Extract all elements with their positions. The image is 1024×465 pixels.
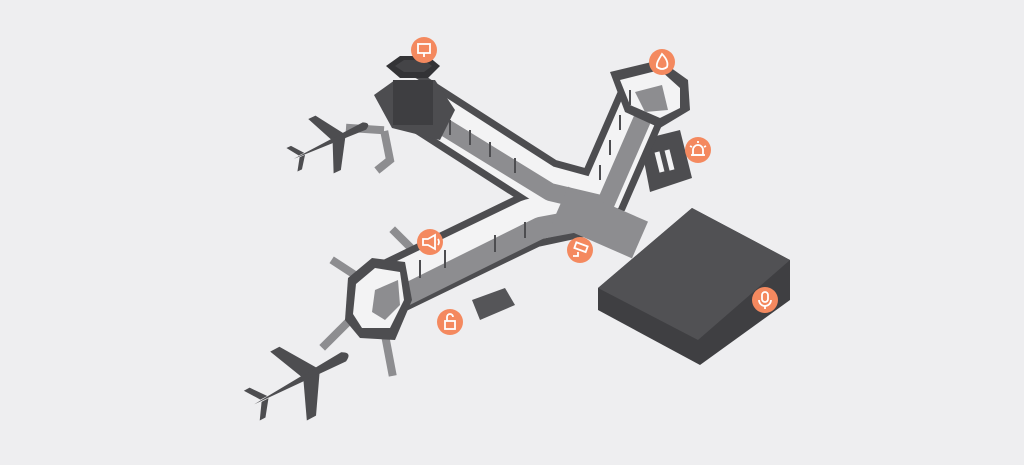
marker-monitor[interactable] <box>411 37 437 63</box>
jet-bridges <box>319 123 414 377</box>
concourses <box>362 72 675 321</box>
control-tower <box>374 56 455 140</box>
alarm-icon <box>689 141 707 156</box>
pillars <box>419 90 631 278</box>
marker-fire[interactable] <box>649 49 675 75</box>
microphone-icon <box>758 291 772 309</box>
airplane-bottom <box>243 346 349 421</box>
camera-icon <box>573 241 589 257</box>
airplane-top <box>286 115 369 174</box>
marker-camera[interactable] <box>567 237 593 263</box>
marker-alarm[interactable] <box>685 137 711 163</box>
marker-megaphone[interactable] <box>417 229 443 255</box>
fire-icon <box>655 52 669 70</box>
marker-microphone[interactable] <box>752 287 778 313</box>
lock-icon <box>444 313 456 330</box>
monitor-icon <box>417 43 431 57</box>
megaphone-icon <box>422 233 440 251</box>
main-terminal-building <box>598 208 790 365</box>
annex-block <box>472 288 515 320</box>
marker-lock[interactable] <box>437 309 463 335</box>
